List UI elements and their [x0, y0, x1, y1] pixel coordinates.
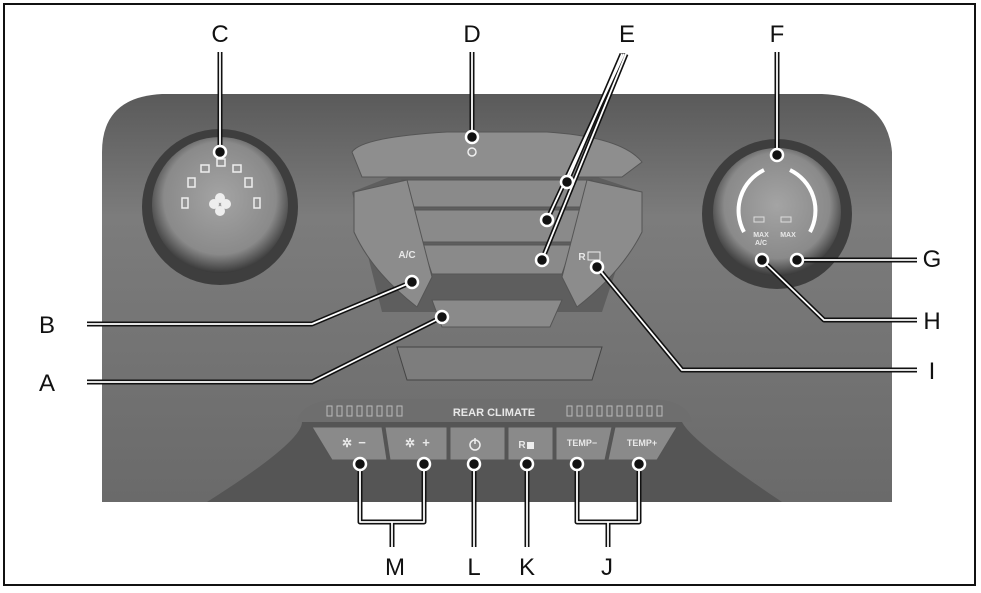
callout-h: H — [923, 308, 940, 335]
max-ac-label: MAX — [753, 232, 769, 239]
lock-icon — [527, 442, 534, 449]
footwell-button[interactable] — [421, 244, 573, 275]
fan-icon: ✲ — [342, 436, 352, 450]
callout-dot — [569, 456, 585, 472]
callout-dot — [352, 456, 368, 472]
callout-line — [541, 53, 627, 261]
callout-b: B — [39, 312, 55, 339]
rear-lock-button[interactable] — [507, 426, 554, 461]
callout-c: C — [211, 21, 228, 48]
rear-climate-label: REAR CLIMATE — [453, 407, 535, 419]
callout-dot — [404, 274, 420, 290]
callout-dots — [212, 129, 805, 472]
rear-defrost-icon — [587, 251, 601, 261]
callout-lines — [87, 52, 917, 547]
callout-dot — [434, 309, 450, 325]
callout-f: F — [770, 21, 785, 48]
callout-i: I — [929, 358, 936, 385]
fan-speed-knob[interactable] — [142, 129, 298, 285]
power-icon — [467, 147, 477, 157]
fan-minus-label: − — [358, 435, 366, 450]
fan-icon: ✲ — [405, 436, 415, 450]
callout-a: A — [39, 370, 55, 397]
rear-fan-indicators — [326, 405, 403, 417]
ac-label: A/C — [398, 250, 415, 261]
fan-icon — [209, 193, 231, 216]
callout-dot — [539, 212, 555, 228]
rear-temp-plus-button[interactable] — [607, 426, 678, 461]
callout-dot — [559, 174, 575, 190]
callout-dot — [769, 147, 785, 163]
callout-dot — [212, 144, 228, 160]
callout-dot — [789, 252, 805, 268]
callout-l: L — [467, 554, 480, 581]
rear-defrost-button[interactable] — [561, 179, 643, 308]
rear-fan-plus-button[interactable] — [384, 426, 448, 461]
rear-temp-minus-button[interactable] — [555, 426, 613, 461]
temp-plus-label: TEMP+ — [627, 438, 657, 448]
max-ac-label-2: A/C — [755, 240, 767, 247]
callout-m: M — [385, 554, 405, 581]
rear-lock-label: R — [518, 440, 526, 451]
rear-fan-minus-button[interactable] — [311, 426, 388, 461]
callout-e: E — [619, 21, 635, 48]
rear-temp-indicators — [566, 405, 663, 417]
callout-d: D — [463, 21, 480, 48]
rear-climate-panel: REAR CLIMATE ✲ − ✲ + R TEMP− TEMP+ — [297, 399, 692, 461]
callout-dot — [519, 456, 535, 472]
callout-dot — [534, 252, 550, 268]
max-defrost-label: MAX — [780, 232, 796, 239]
vent-slot — [396, 346, 603, 381]
callout-dot — [464, 129, 480, 145]
callout-dot — [466, 456, 482, 472]
callout-line — [761, 259, 917, 321]
callout-k: K — [519, 554, 535, 581]
callout-dot — [631, 456, 647, 472]
callout-dot — [589, 259, 605, 275]
callout-line — [546, 53, 625, 221]
callout-line — [596, 266, 917, 371]
callout-dot — [416, 456, 432, 472]
callout-g: G — [923, 246, 942, 273]
temperature-knob[interactable]: MAX A/C MAX — [702, 139, 852, 289]
callout-line — [87, 281, 413, 325]
callout-dot — [754, 252, 770, 268]
callout-j: J — [601, 554, 613, 581]
diagram-frame: MAX A/C MAX A/C R REAR CLIMATE ✲ — [3, 3, 976, 586]
fan-plus-label: + — [422, 435, 430, 450]
temp-minus-label: TEMP− — [567, 438, 597, 448]
rear-power-button[interactable] — [449, 426, 506, 461]
center-button-cluster: A/C R — [351, 131, 643, 381]
callout-line — [87, 316, 443, 383]
recirculation-button[interactable] — [431, 299, 563, 328]
rear-defrost-label: R — [578, 252, 586, 263]
